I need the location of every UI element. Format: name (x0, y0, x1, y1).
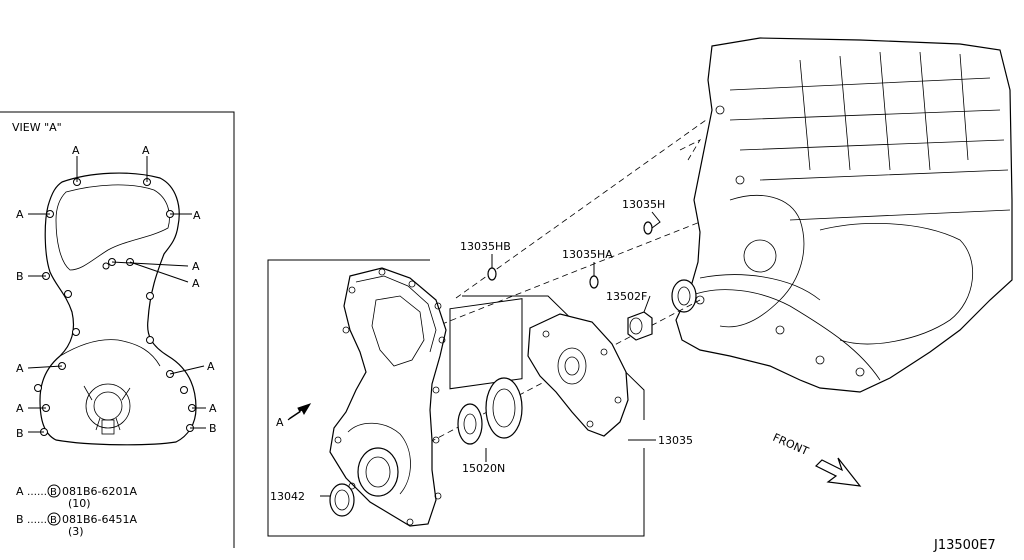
callout-13035ha: 13035HA (562, 248, 613, 261)
bolt-callout-b: B (16, 270, 24, 283)
bolt-callout-a: A (192, 277, 200, 290)
dowel-13035hb (487, 267, 497, 281)
diagram-code: J13500E7 (933, 538, 996, 553)
view-a-frame (0, 111, 235, 548)
assembly-frame (267, 259, 645, 537)
callout-leaders (320, 211, 661, 497)
crank-seal-bore (85, 383, 131, 429)
oil-pump-housing (527, 313, 629, 437)
front-oil-seal-13042 (329, 483, 355, 517)
svg-text:……: …… (27, 515, 47, 526)
front-timing-cover (329, 267, 447, 527)
bolt-legend-b: B …… B 081B6-6451A (3) (16, 512, 138, 538)
callout-15020n: 15020N (462, 462, 505, 475)
crank-seal-boss (357, 447, 399, 497)
bolt-callout-a: A (16, 208, 24, 221)
svg-text:081B6-6201A: 081B6-6201A (62, 485, 138, 498)
svg-text:081B6-6451A: 081B6-6451A (62, 513, 138, 526)
svg-text:B: B (16, 513, 24, 526)
view-a-leaders (27, 156, 206, 433)
svg-text:A: A (16, 485, 24, 498)
bolt-callout-a: A (192, 260, 200, 273)
bolt-callout-a: A (16, 402, 24, 415)
callout-13035h: 13035H (622, 198, 665, 211)
front-arrow-icon (814, 457, 862, 487)
dowel-13035h (643, 221, 653, 235)
dowel-13035ha (589, 275, 599, 289)
callout-13035hb: 13035HB (460, 240, 511, 253)
svg-text:B: B (50, 487, 57, 498)
view-arrow-icon (287, 403, 312, 421)
svg-text:……: …… (27, 487, 47, 498)
crank-snout (671, 279, 697, 313)
view-arrow-label: A (276, 416, 284, 429)
bolt-callout-a: A (16, 362, 24, 375)
view-a-title: VIEW "A" (12, 121, 62, 134)
bolt-callout-a: A (193, 209, 201, 222)
front-label: FRONT (771, 431, 811, 458)
view-a-arrow: A (276, 403, 312, 429)
callout-13042: 13042 (270, 490, 305, 503)
bolt-callout-b: B (209, 422, 217, 435)
view-a-panel: VIEW "A" (0, 111, 235, 548)
crank-key-13502f (627, 311, 653, 341)
bolt-callout-a: A (207, 360, 215, 373)
svg-text:(3): (3) (68, 525, 84, 538)
svg-text:(10): (10) (68, 497, 91, 510)
callout-13502f: 13502F (606, 290, 647, 303)
oil-pump-rotor-box (449, 298, 523, 462)
timing-cover-front-view (39, 172, 197, 446)
engine-block (671, 37, 1013, 393)
bolt-callout-b: B (16, 427, 24, 440)
callout-13035: 13035 (658, 434, 693, 447)
front-indicator: FRONT (771, 431, 862, 487)
bolt-callout-a: A (142, 144, 150, 157)
bolt-callout-a: A (209, 402, 217, 415)
bolt-legend-a: A …… B 081B6-6201A (10) (16, 484, 138, 510)
bolt-callout-a: A (72, 144, 80, 157)
svg-text:B: B (50, 515, 57, 526)
